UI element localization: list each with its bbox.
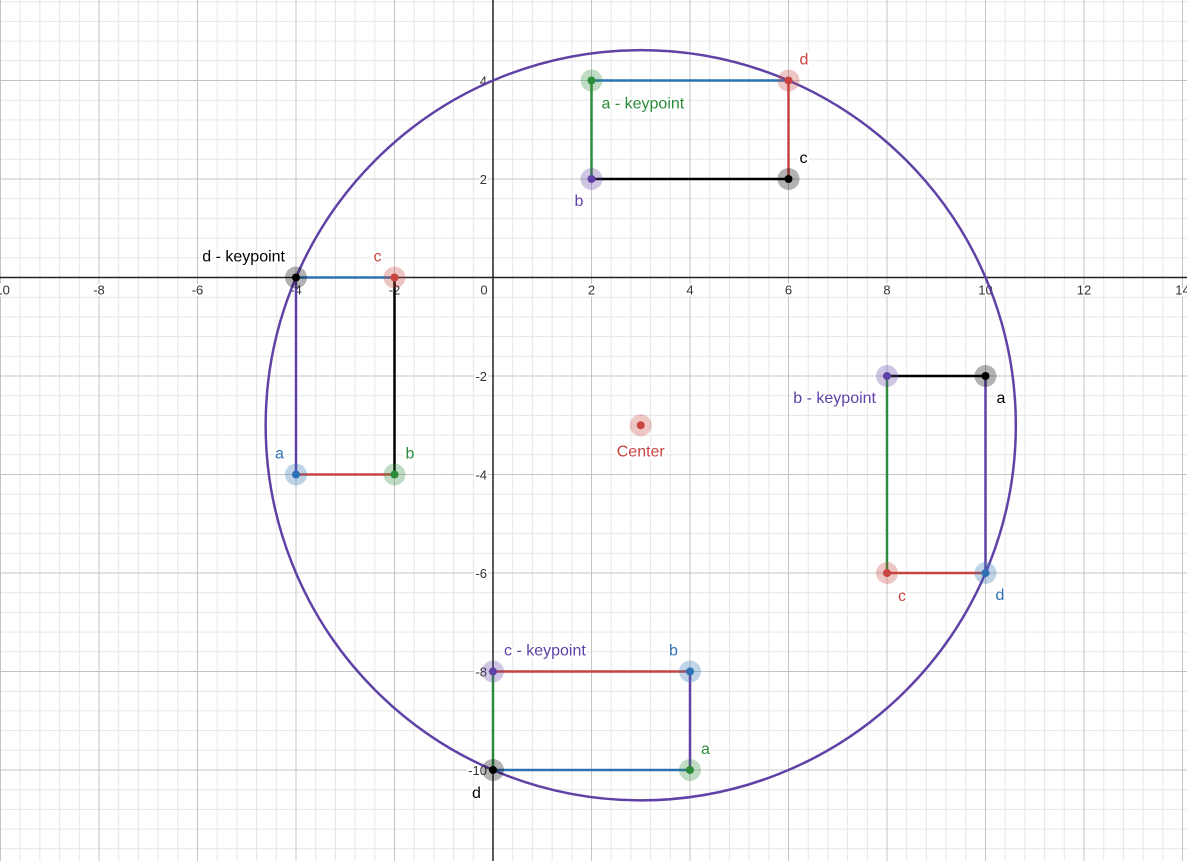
point-b <box>587 175 596 183</box>
x-tick-label: 10 <box>978 283 992 298</box>
point-label: b - keypoint <box>793 390 876 407</box>
point-d <box>981 569 990 577</box>
x-tick-label: 8 <box>883 283 890 298</box>
point-d <box>489 766 497 774</box>
point-label: d - keypoint <box>202 249 285 266</box>
y-tick-label: -6 <box>475 566 487 581</box>
point-c <box>784 175 793 183</box>
point-c <box>883 569 891 577</box>
point-label: c - keypoint <box>504 643 586 660</box>
x-tick-label: 4 <box>686 283 693 298</box>
circle-layer <box>264 48 1018 802</box>
point-d-keypoint <box>292 273 300 282</box>
point-label: a <box>275 446 284 463</box>
y-tick-label: -4 <box>475 468 487 483</box>
y-tick-label: 4 <box>480 74 487 89</box>
y-tick-label: 2 <box>480 172 487 187</box>
point-label: c <box>800 150 808 167</box>
point-label: c <box>898 588 906 605</box>
bounding-circle <box>264 48 1018 802</box>
tick-labels: -10-8-6-4-20246810121442-2-4-6-8-10 <box>0 72 1187 781</box>
point-label: d <box>472 785 481 802</box>
point-label: d <box>800 52 809 69</box>
point-label: a <box>701 741 710 758</box>
point-label: b <box>406 446 415 463</box>
center-label: Center <box>617 443 666 460</box>
point-c-keypoint <box>489 667 497 676</box>
point-label: a - keypoint <box>602 96 685 113</box>
point-b <box>686 667 694 676</box>
x-tick-label: 12 <box>1077 283 1091 298</box>
y-tick-label: -8 <box>475 665 487 680</box>
point-label: d <box>996 587 1005 604</box>
point-b <box>390 470 399 479</box>
point-d <box>784 76 793 85</box>
point-b-keypoint <box>883 372 891 380</box>
x-tick-label: 14 <box>1175 283 1187 298</box>
point-label: b <box>669 643 678 660</box>
point-label: c <box>374 249 382 266</box>
point-a <box>292 470 300 479</box>
x-tick-label: -6 <box>192 283 204 298</box>
point-labels: a - keypoint d c b d - keypoint c b a b - keypoi… <box>200 50 1007 805</box>
point-label: a <box>997 390 1006 407</box>
point-label: b <box>575 193 584 210</box>
x-tick-label: -10 <box>0 283 10 298</box>
x-tick-label: -8 <box>93 283 105 298</box>
x-tick-label: 6 <box>785 283 792 298</box>
point-c <box>390 273 399 282</box>
point-a-keypoint <box>587 76 596 85</box>
point-a <box>981 372 990 380</box>
rectangle-segments <box>294 79 987 772</box>
x-tick-label: 2 <box>588 283 595 298</box>
x-tick-label: 0 <box>480 283 487 298</box>
y-tick-label: -2 <box>475 369 487 384</box>
center-point <box>636 421 645 430</box>
points-layer <box>285 69 997 781</box>
point-a <box>686 766 694 774</box>
